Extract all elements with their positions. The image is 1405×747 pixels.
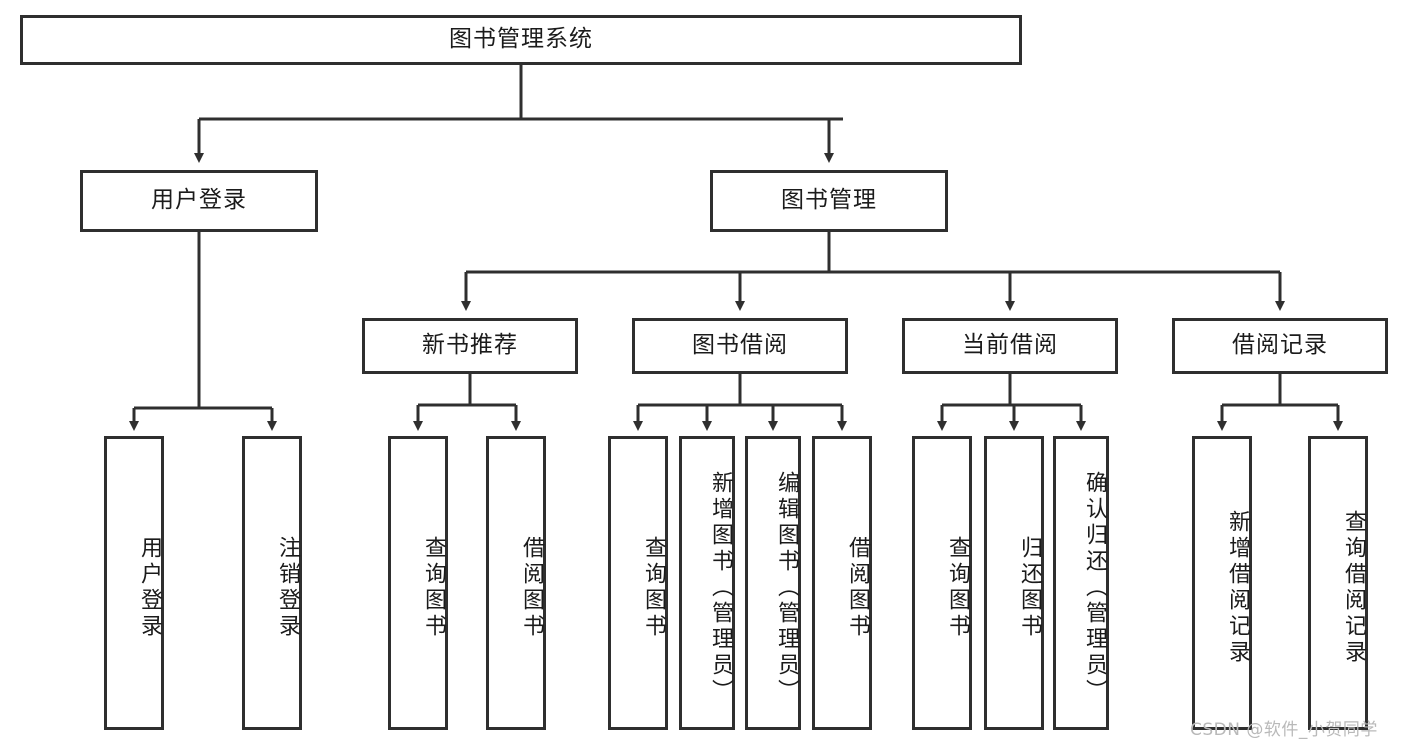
node-label: 借阅记录 bbox=[1232, 332, 1328, 359]
leaf-newbook-borrow-book[interactable]: 借阅图书 bbox=[486, 436, 546, 730]
node-book-management[interactable]: 图书管理 bbox=[710, 170, 948, 232]
node-label: 确认归还（管理员） bbox=[1082, 471, 1107, 705]
leaf-borrow-add-book-admin[interactable]: 新增图书（管理员） bbox=[679, 436, 735, 730]
node-label: 借阅图书 bbox=[519, 536, 544, 640]
leaf-borrow-query-book[interactable]: 查询图书 bbox=[608, 436, 668, 730]
leaf-record-query-borrow-record[interactable]: 查询借阅记录 bbox=[1308, 436, 1368, 730]
leaf-borrow-lend-book[interactable]: 借阅图书 bbox=[812, 436, 872, 730]
node-root[interactable]: 图书管理系统 bbox=[20, 15, 1022, 65]
connector-group-records bbox=[1217, 374, 1343, 431]
node-label: 图书管理 bbox=[781, 187, 877, 214]
node-label: 借阅图书 bbox=[845, 536, 870, 640]
leaf-newbook-query-book[interactable]: 查询图书 bbox=[388, 436, 448, 730]
leaf-borrow-edit-book-admin[interactable]: 编辑图书（管理员） bbox=[745, 436, 801, 730]
connector-group-bookmgmt bbox=[461, 232, 1285, 311]
leaf-user-logout[interactable]: 注销登录 bbox=[242, 436, 302, 730]
node-book-borrow[interactable]: 图书借阅 bbox=[632, 318, 848, 374]
connector-group-current bbox=[937, 374, 1086, 431]
leaf-current-return-book[interactable]: 归还图书 bbox=[984, 436, 1044, 730]
connector-group-newbook bbox=[413, 374, 521, 431]
leaf-user-login[interactable]: 用户登录 bbox=[104, 436, 164, 730]
leaf-current-confirm-return-admin[interactable]: 确认归还（管理员） bbox=[1053, 436, 1109, 730]
node-user-login[interactable]: 用户登录 bbox=[80, 170, 318, 232]
leaf-current-query-book[interactable]: 查询图书 bbox=[912, 436, 972, 730]
connector-group-root bbox=[194, 65, 843, 163]
node-label: 查询图书 bbox=[945, 536, 970, 640]
node-label: 归还图书 bbox=[1017, 536, 1042, 640]
node-label: 查询图书 bbox=[641, 536, 666, 640]
node-label: 图书管理系统 bbox=[449, 26, 593, 53]
node-label: 查询图书 bbox=[421, 536, 446, 640]
connector-group-login bbox=[129, 232, 277, 431]
node-current-borrow[interactable]: 当前借阅 bbox=[902, 318, 1118, 374]
leaf-record-add-borrow-record[interactable]: 新增借阅记录 bbox=[1192, 436, 1252, 730]
node-label: 用户登录 bbox=[137, 536, 162, 640]
connector-group-borrow bbox=[633, 374, 847, 431]
node-label: 当前借阅 bbox=[962, 332, 1058, 359]
node-label: 新增图书（管理员） bbox=[708, 471, 733, 705]
node-label: 新书推荐 bbox=[422, 332, 518, 359]
node-new-book-recommend[interactable]: 新书推荐 bbox=[362, 318, 578, 374]
node-label: 编辑图书（管理员） bbox=[774, 471, 799, 705]
node-label: 查询借阅记录 bbox=[1341, 510, 1366, 666]
node-label: 用户登录 bbox=[151, 187, 247, 214]
node-borrow-records[interactable]: 借阅记录 bbox=[1172, 318, 1388, 374]
node-label: 注销登录 bbox=[275, 536, 300, 640]
node-label: 图书借阅 bbox=[692, 332, 788, 359]
csdn-watermark: CSDN @软件_小贺同学 bbox=[1190, 720, 1378, 740]
node-label: 新增借阅记录 bbox=[1225, 510, 1250, 666]
